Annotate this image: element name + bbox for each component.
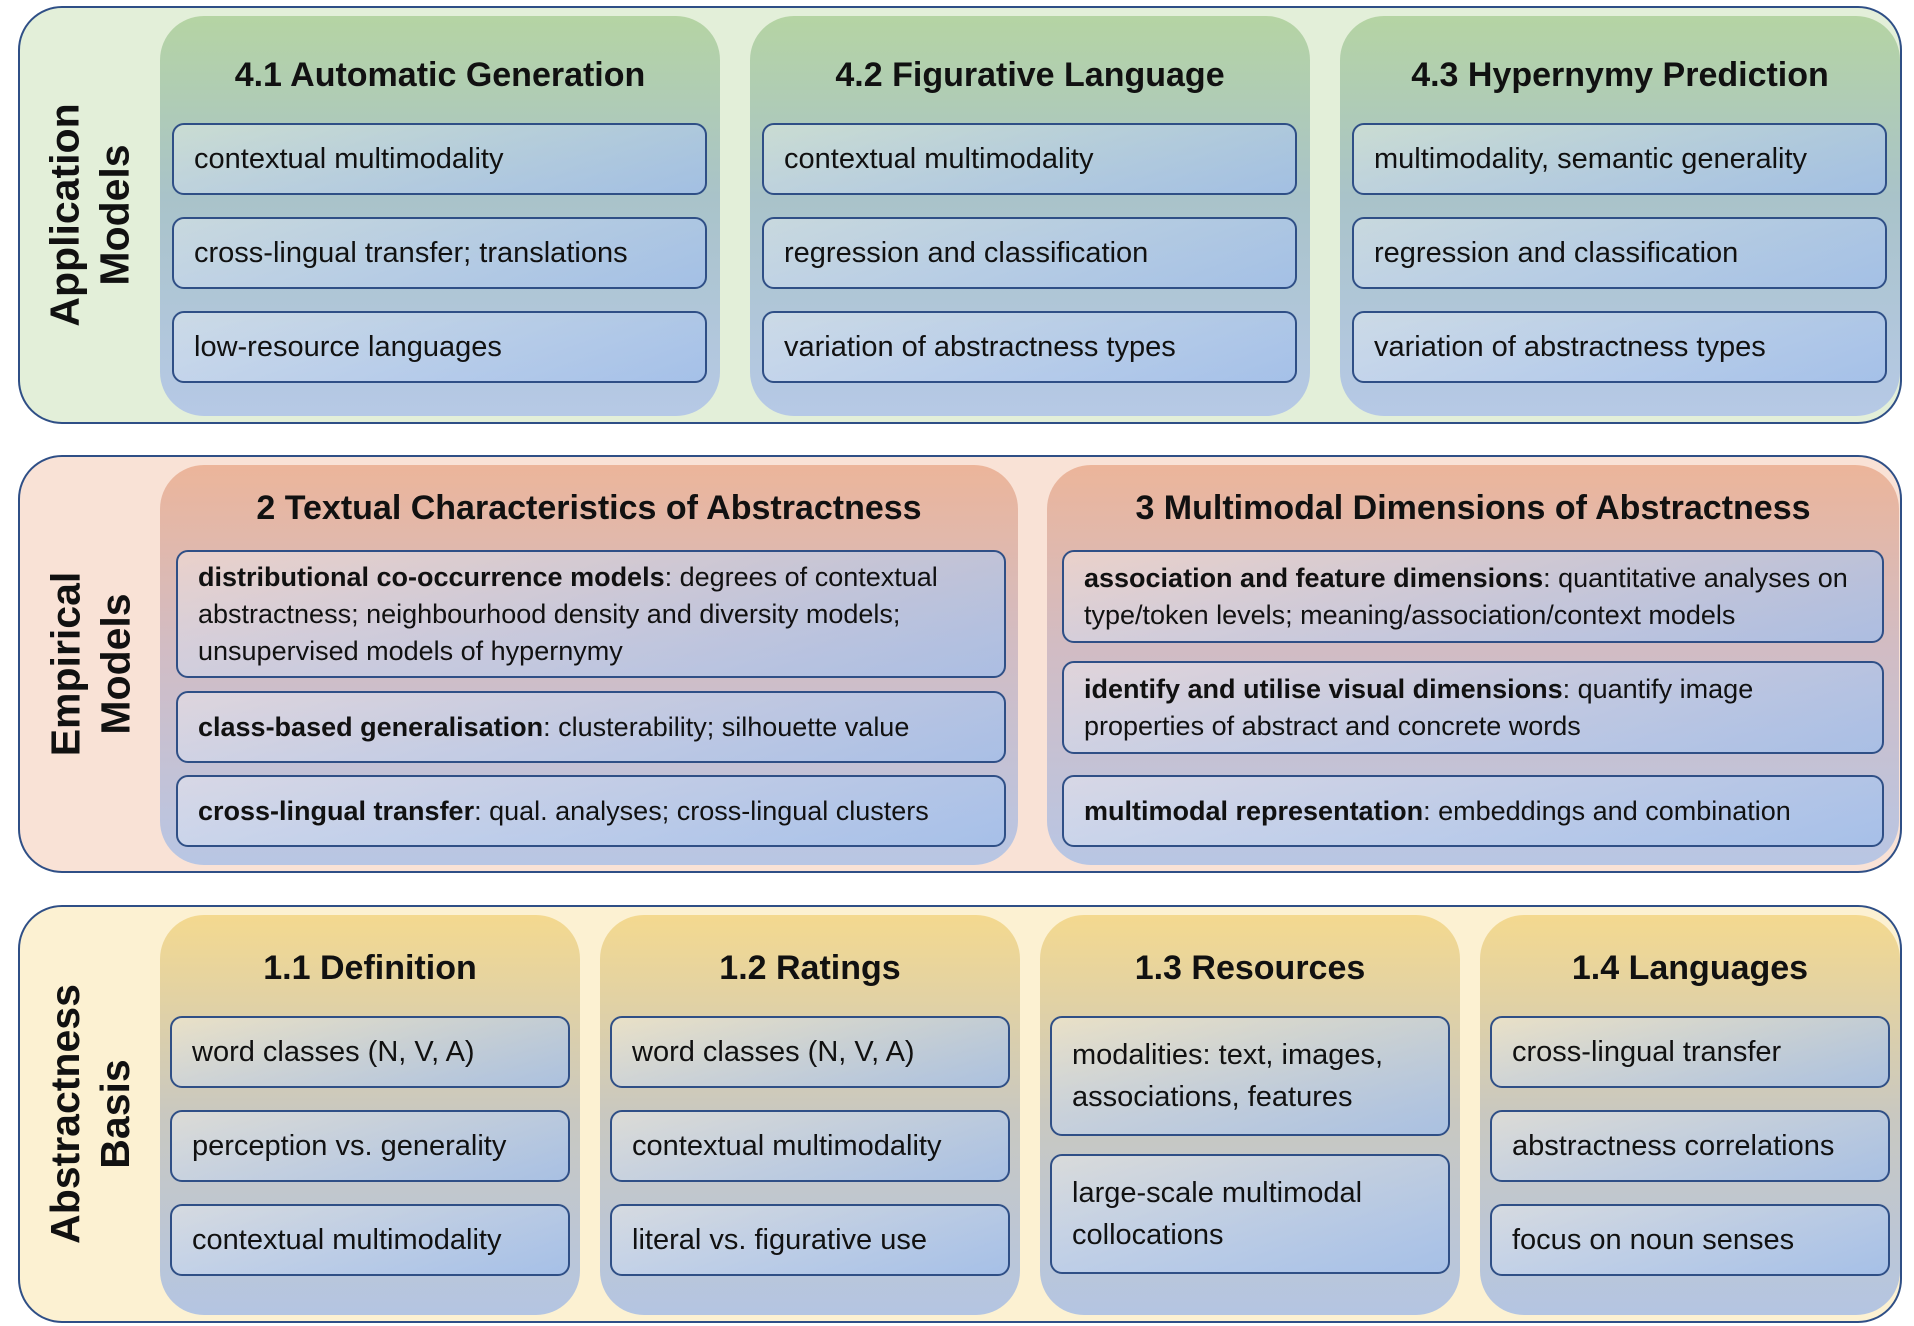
layer-label-line: Models bbox=[92, 593, 138, 735]
layer-label: Empirical Models bbox=[20, 457, 160, 871]
panel-textual-characteristics: 2 Textual Characteristics of Abstractnes… bbox=[160, 465, 1018, 865]
item-box: distributional co-occurrence models: deg… bbox=[176, 550, 1006, 678]
panel-definition: 1.1 Definition word classes (N, V, A) pe… bbox=[160, 915, 580, 1315]
panel-title: 4.1 Automatic Generation bbox=[234, 56, 646, 94]
item-description: : degrees of contextual abstractness; ne… bbox=[198, 561, 938, 666]
panel-title: 1.4 Languages bbox=[1571, 949, 1809, 987]
item-box: cross-lingual transfer; translations bbox=[172, 217, 707, 289]
item-box: abstractness correlations bbox=[1490, 1110, 1890, 1182]
panel-languages: 1.4 Languages cross-lingual transfer abs… bbox=[1480, 915, 1900, 1315]
item-box: large-scale multimodal collocations bbox=[1050, 1154, 1450, 1274]
item-box: word classes (N, V, A) bbox=[610, 1016, 1010, 1088]
item-box: contextual multimodality bbox=[762, 123, 1297, 195]
panel-title: 4.2 Figurative Language bbox=[835, 56, 1225, 94]
abstractness-basis-layer: Abstractness Basis 1.1 Definition word c… bbox=[18, 905, 1902, 1323]
item-box: word classes (N, V, A) bbox=[170, 1016, 570, 1088]
item-description: : quantify image properties of abstract … bbox=[1084, 673, 1754, 741]
item-box: cross-lingual transfer: qual. analyses; … bbox=[176, 775, 1006, 847]
item-term: identify and utilise visual dimensions bbox=[1084, 673, 1563, 704]
item-box: identify and utilise visual dimensions: … bbox=[1062, 661, 1884, 754]
item-box: variation of abstractness types bbox=[762, 311, 1297, 383]
panel-automatic-generation: 4.1 Automatic Generation contextual mult… bbox=[160, 16, 720, 416]
panel-resources: 1.3 Resources modalities: text, images, … bbox=[1040, 915, 1460, 1315]
item-box: contextual multimodality bbox=[170, 1204, 570, 1276]
layer-label-line: Abstractness bbox=[42, 984, 88, 1244]
item-term: association and feature dimensions bbox=[1084, 562, 1544, 593]
panel-ratings: 1.2 Ratings word classes (N, V, A) conte… bbox=[600, 915, 1020, 1315]
item-box: variation of abstractness types bbox=[1352, 311, 1887, 383]
item-box: low-resource languages bbox=[172, 311, 707, 383]
item-term: cross-lingual transfer bbox=[198, 795, 475, 826]
panel-figurative-language: 4.2 Figurative Language contextual multi… bbox=[750, 16, 1310, 416]
item-box: cross-lingual transfer bbox=[1490, 1016, 1890, 1088]
panel-title: 1.2 Ratings bbox=[719, 949, 901, 987]
item-description: : qual. analyses; cross-lingual clusters bbox=[474, 795, 929, 826]
item-box: multimodal representation: embeddings an… bbox=[1062, 775, 1884, 847]
application-models-layer: Application Models 4.1 Automatic Generat… bbox=[18, 6, 1902, 424]
layer-label-line: Models bbox=[92, 144, 138, 286]
layer-label-line: Empirical bbox=[42, 571, 88, 757]
item-term: multimodal representation bbox=[1084, 795, 1424, 826]
panel-title: 4.3 Hypernymy Prediction bbox=[1411, 56, 1829, 94]
panel-title: 1.1 Definition bbox=[263, 949, 477, 987]
item-box: regression and classification bbox=[1352, 217, 1887, 289]
item-box: modalities: text, images, associations, … bbox=[1050, 1016, 1450, 1136]
empirical-models-layer: Empirical Models 2 Textual Characteristi… bbox=[18, 455, 1902, 873]
item-box: contextual multimodality bbox=[172, 123, 707, 195]
item-box: regression and classification bbox=[762, 217, 1297, 289]
layer-label: Application Models bbox=[20, 8, 160, 422]
item-description: : quantitative analyses on type/token le… bbox=[1084, 562, 1848, 630]
item-box: literal vs. figurative use bbox=[610, 1204, 1010, 1276]
item-description: : embeddings and combination bbox=[1423, 795, 1791, 826]
panel-title: 1.3 Resources bbox=[1134, 949, 1366, 987]
panel-hypernymy-prediction: 4.3 Hypernymy Prediction multimodality, … bbox=[1340, 16, 1900, 416]
item-term: class-based generalisation bbox=[198, 711, 544, 742]
item-box: focus on noun senses bbox=[1490, 1204, 1890, 1276]
item-box: perception vs. generality bbox=[170, 1110, 570, 1182]
item-box: association and feature dimensions: quan… bbox=[1062, 550, 1884, 643]
item-box: multimodality, semantic generality bbox=[1352, 123, 1887, 195]
panel-multimodal-dimensions: 3 Multimodal Dimensions of Abstractness … bbox=[1047, 465, 1899, 865]
item-box: contextual multimodality bbox=[610, 1110, 1010, 1182]
item-term: distributional co-occurrence models bbox=[198, 561, 665, 592]
panel-title: 3 Multimodal Dimensions of Abstractness bbox=[1135, 489, 1811, 527]
layer-label: Abstractness Basis bbox=[20, 907, 160, 1321]
layer-label-line: Basis bbox=[92, 1059, 138, 1169]
layer-label-line: Application bbox=[42, 103, 88, 327]
item-box: class-based generalisation: clusterabili… bbox=[176, 691, 1006, 763]
item-description: : clusterability; silhouette value bbox=[543, 711, 910, 742]
panel-title: 2 Textual Characteristics of Abstractnes… bbox=[256, 489, 922, 527]
